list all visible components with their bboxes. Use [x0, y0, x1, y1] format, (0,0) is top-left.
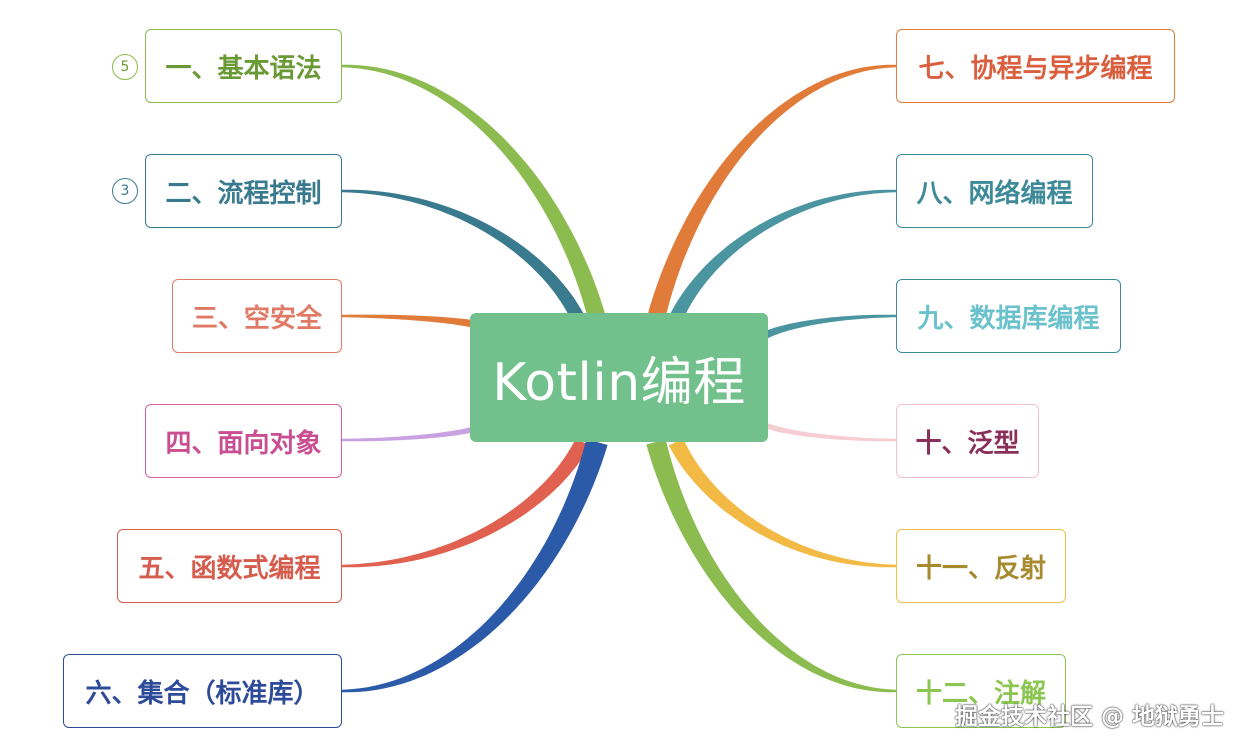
collapsed-count-badge[interactable]: 5 [112, 54, 138, 80]
topic-network-programming[interactable]: 八、网络编程 [896, 154, 1093, 228]
topic-label: 十一、反射 [915, 553, 1046, 584]
connector-left-5 [342, 438, 591, 568]
connector-right-6 [646, 439, 896, 693]
connector-right-3 [760, 314, 896, 341]
watermark: 掘金技术社区 @ 地狱勇士 [954, 704, 1224, 730]
topic-functional-programming[interactable]: 五、函数式编程 [117, 529, 342, 603]
connector-right-2 [669, 189, 896, 321]
root-topic[interactable]: Kotlin编程 [470, 313, 768, 442]
topic-label: 十二、注解 [915, 678, 1046, 709]
connector-left-4 [342, 425, 479, 442]
topic-label: 八、网络编程 [916, 178, 1073, 209]
collapsed-count-badge[interactable]: 3 [112, 178, 138, 204]
topic-label: 四、面向对象 [165, 428, 322, 459]
connector-right-4 [760, 421, 896, 442]
connector-left-1 [342, 64, 606, 321]
connector-left-2 [342, 189, 585, 322]
topic-collections[interactable]: 六、集合（标准库） [63, 654, 342, 728]
topic-label: 五、函数式编程 [138, 553, 321, 584]
connector-left-3 [342, 314, 479, 329]
topic-label: 六、集合（标准库） [85, 678, 320, 709]
topic-oop[interactable]: 四、面向对象 [145, 404, 342, 478]
topic-coroutines[interactable]: 七、协程与异步编程 [896, 29, 1175, 103]
topic-label: 三、空安全 [191, 303, 322, 334]
topic-annotations[interactable]: 十二、注解 [896, 654, 1066, 728]
topic-label: 七、协程与异步编程 [918, 53, 1153, 84]
connector-right-5 [668, 438, 896, 568]
topic-flow-control[interactable]: 二、流程控制 [145, 154, 342, 228]
topic-null-safety[interactable]: 三、空安全 [172, 279, 342, 353]
connector-left-6 [342, 439, 608, 693]
topic-label: 二、流程控制 [165, 178, 322, 209]
topic-generics[interactable]: 十、泛型 [896, 404, 1039, 478]
topic-label: 一、基本语法 [165, 53, 322, 84]
topic-basic-syntax[interactable]: 一、基本语法 [145, 29, 342, 103]
topic-label: 九、数据库编程 [917, 303, 1100, 334]
topic-database-programming[interactable]: 九、数据库编程 [896, 279, 1121, 353]
connector-right-1 [647, 64, 896, 321]
root-topic-label: Kotlin编程 [492, 353, 746, 413]
topic-label: 十、泛型 [915, 428, 1020, 459]
topic-reflection[interactable]: 十一、反射 [896, 529, 1066, 603]
